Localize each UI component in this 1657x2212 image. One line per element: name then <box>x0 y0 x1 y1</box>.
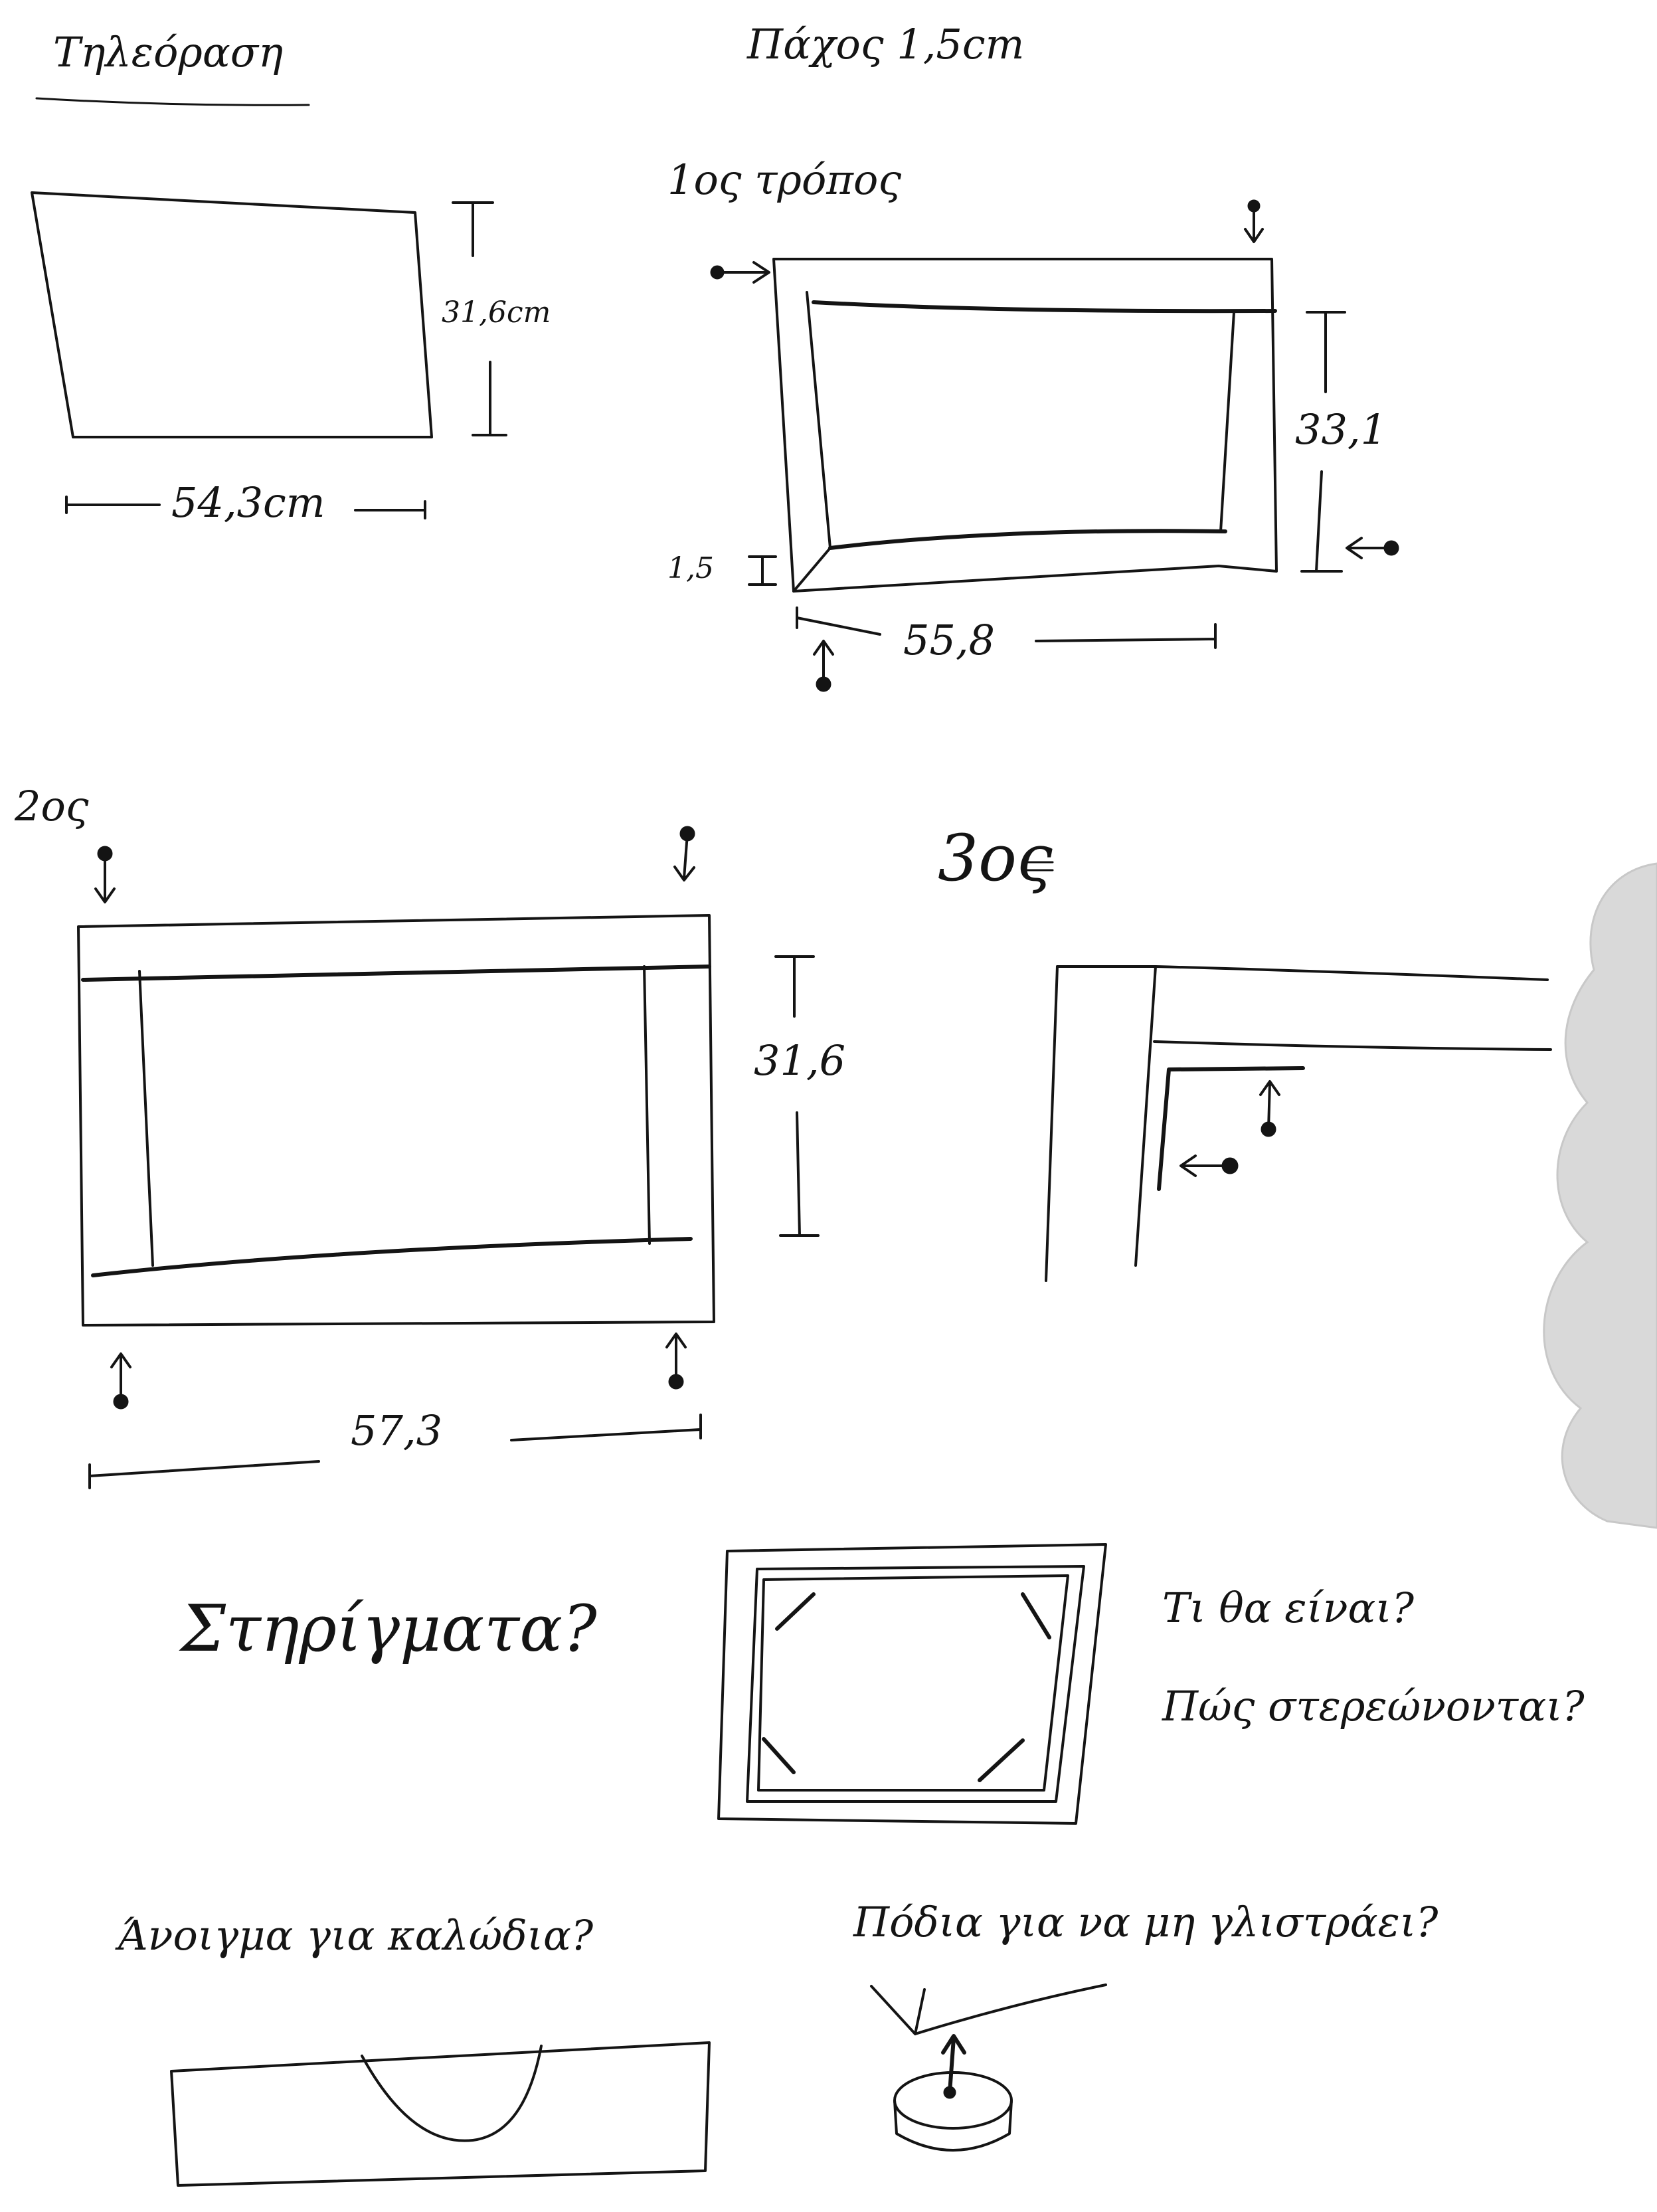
way2-height-label: 31,6 <box>754 1036 845 1085</box>
cable-opening-section: Άνοιγμα για καλώδια? <box>115 1911 711 2187</box>
way3-label: 3ος <box>938 821 1053 895</box>
way1-height-label: 33,1 <box>1295 405 1387 454</box>
supports-middle-frame <box>746 1565 1085 1803</box>
way2-diagram: 2ος 31,6 57,3 <box>14 782 845 1489</box>
way1-screw-right <box>1346 537 1399 559</box>
way1-diagram: 1ος τρόπος 33,1 55,8 1,5 <box>667 155 1399 692</box>
way3-inner-left <box>1134 965 1157 1267</box>
title-underline <box>35 97 310 106</box>
finger-shadow <box>1543 862 1657 1529</box>
way1-top-rail <box>812 300 1277 314</box>
way1-screw-top <box>1244 199 1264 243</box>
way2-label: 2ος <box>14 782 89 830</box>
tv-width-label: 54,3cm <box>171 478 325 527</box>
tv-width-dim-right <box>354 500 426 519</box>
way2-screw-bottom-left <box>110 1352 131 1410</box>
way2-width-dim-right <box>510 1414 702 1441</box>
way2-bottom-rail <box>91 1237 693 1277</box>
supports-outer-frame <box>717 1543 1107 1825</box>
way2-top-rail <box>81 965 711 982</box>
way2-screw-top-right <box>673 826 695 881</box>
support-top-left <box>775 1592 816 1631</box>
tv-width-dim-left <box>65 496 161 514</box>
way2-screw-bottom-right <box>665 1333 687 1390</box>
title-label: Τηλεόραση <box>53 28 283 76</box>
way2-height-dim-bottom <box>779 1111 820 1237</box>
way3-screw-left <box>1179 1154 1239 1177</box>
support-bottom-right <box>978 1738 1025 1782</box>
way3-corner-block <box>1157 1066 1305 1191</box>
way3-top-rail-bottom <box>1153 1040 1552 1051</box>
feet-section: Πόδια για να μη γλιστράει? <box>853 1898 1439 2152</box>
supports-label: Στηρίγματα? <box>179 1592 597 1666</box>
way1-width-dim-right <box>1035 623 1217 649</box>
feet-pointer <box>870 1983 1107 2035</box>
way1-corner-line <box>792 547 831 593</box>
way2-screw-top-left <box>94 846 116 903</box>
way2-width-label: 57,3 <box>351 1406 442 1455</box>
supports-question-2: Πώς στερεώνονται? <box>1162 1682 1585 1730</box>
cable-opening-label: Άνοιγμα για καλώδια? <box>115 1911 594 1960</box>
way1-height-dim-top <box>1306 311 1346 393</box>
supports-section: Στηρίγματα? Τι θα είναι? Πώς στερεώνοντα… <box>179 1543 1585 1825</box>
feet-label: Πόδια για να μη γλιστράει? <box>853 1898 1439 1946</box>
way2-height-dim-top <box>774 955 815 1018</box>
way3-diagram: 3ος <box>938 821 1552 1282</box>
way1-bottom-rail <box>828 529 1227 550</box>
way1-thickness-label: 1,5 <box>667 551 714 585</box>
way3-label-underline <box>1025 861 1054 872</box>
way3-top-rail-top <box>1154 965 1549 981</box>
way2-right-inner <box>643 965 651 1245</box>
way1-label: 1ος τρόπος <box>667 155 901 204</box>
way3-screw-up <box>1259 1080 1280 1137</box>
supports-inner-frame <box>757 1574 1069 1792</box>
tv-diagram: 31,6cm 54,3cm <box>31 191 551 527</box>
way1-width-dim-left <box>796 606 881 636</box>
supports-question-1: Τι θα είναι? <box>1162 1584 1415 1632</box>
tv-outline <box>31 191 433 438</box>
way1-left-inner <box>806 291 831 549</box>
way2-width-dim-left <box>88 1460 320 1489</box>
way1-height-dim-bottom <box>1300 470 1343 573</box>
support-top-right <box>1021 1592 1051 1639</box>
way1-screw-left <box>710 261 770 284</box>
way2-outer-frame <box>77 914 715 1327</box>
way3-outer-left <box>1045 965 1059 1282</box>
way1-thickness-mark <box>748 555 777 586</box>
support-bottom-left <box>762 1737 796 1774</box>
cable-panel <box>170 2041 711 2187</box>
tv-height-label: 31,6cm <box>442 296 551 329</box>
foot-screw <box>941 2034 966 2099</box>
way1-screw-bottom <box>813 640 834 692</box>
tv-height-dim-bottom <box>472 361 507 436</box>
way1-width-label: 55,8 <box>903 616 995 664</box>
cable-cutout <box>361 2045 543 2142</box>
tv-height-dim-top <box>452 201 494 257</box>
foot-pad <box>893 2071 1013 2152</box>
way2-left-inner <box>138 970 154 1267</box>
thickness-label: Πάχος 1,5cm <box>746 20 1024 68</box>
way1-outer-frame <box>772 258 1278 593</box>
way1-right-inner <box>1219 311 1235 533</box>
